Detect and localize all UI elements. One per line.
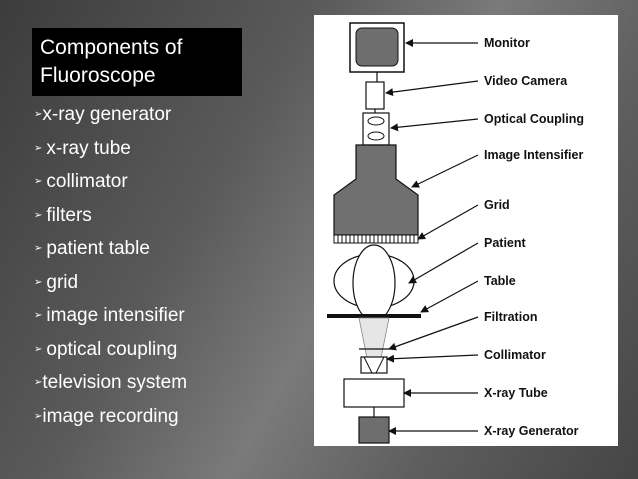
arrow-bullet-icon: ➢	[34, 377, 43, 389]
label-table: Table	[484, 274, 516, 288]
label-xray-generator: X-ray Generator	[484, 424, 579, 438]
optical-coupling-component	[362, 112, 390, 146]
list-item: ➢collimator	[34, 165, 187, 199]
arrow-bullet-icon: ➢	[34, 276, 43, 288]
fluoroscope-diagram-svg: Monitor Video Camera Optical Coupling Im…	[327, 22, 584, 444]
label-xray-tube: X-ray Tube	[484, 386, 548, 400]
xray-tube-component	[343, 378, 405, 408]
arrow-bullet-icon: ➢	[34, 343, 43, 355]
title-line-1: Components of	[40, 36, 183, 59]
arrow-bullet-icon: ➢	[34, 310, 43, 322]
label-monitor: Monitor	[484, 36, 530, 50]
monitor-component	[349, 22, 405, 73]
table-component	[327, 314, 421, 318]
arrow-bullet-icon: ➢	[34, 176, 43, 188]
video-camera-arrow	[385, 80, 479, 97]
label-collimator: Collimator	[484, 348, 546, 362]
arrow-bullet-icon: ➢	[34, 243, 43, 255]
label-optical-coupling: Optical Coupling	[484, 112, 584, 126]
list-item: ➢x-ray generator	[34, 98, 187, 132]
table-arrow	[420, 280, 479, 313]
grid-arrow	[417, 204, 479, 240]
list-item: ➢television system	[34, 366, 187, 400]
title-line-2: Fluoroscope	[40, 64, 156, 87]
list-item: ➢filters	[34, 199, 187, 233]
label-image-intensifier: Image Intensifier	[484, 148, 583, 162]
list-item: ➢optical coupling	[34, 333, 187, 367]
label-filtration: Filtration	[484, 310, 537, 324]
grid-component	[333, 234, 419, 244]
collimator-component	[360, 356, 388, 374]
component-list: ➢x-ray generator ➢x-ray tube ➢collimator…	[34, 98, 187, 433]
patient-arrow	[408, 242, 479, 284]
list-item: ➢image intensifier	[34, 299, 187, 333]
arrow-bullet-icon: ➢	[34, 209, 43, 221]
list-item: ➢grid	[34, 266, 187, 300]
list-item: ➢image recording	[34, 400, 187, 434]
xray-generator-component	[358, 416, 390, 444]
arrow-bullet-icon: ➢	[34, 109, 43, 121]
arrow-bullet-icon: ➢	[34, 142, 43, 154]
patient-component	[333, 244, 415, 322]
optical-coupling-arrow	[390, 118, 479, 132]
fluoroscope-diagram: Monitor Video Camera Optical Coupling Im…	[314, 15, 618, 446]
video-camera-component	[365, 81, 385, 110]
list-item: ➢patient table	[34, 232, 187, 266]
arrow-bullet-icon: ➢	[34, 410, 43, 422]
slide-title: Components of Fluoroscope	[32, 28, 242, 96]
list-item: ➢x-ray tube	[34, 132, 187, 166]
image-intensifier-component	[333, 144, 419, 236]
image-intensifier-arrow	[411, 154, 479, 188]
collimator-arrow	[386, 354, 479, 363]
leader-arrows	[385, 39, 479, 435]
filtration-arrow	[388, 316, 479, 351]
label-patient: Patient	[484, 236, 527, 250]
label-grid: Grid	[484, 198, 510, 212]
label-video-camera: Video Camera	[484, 74, 568, 88]
